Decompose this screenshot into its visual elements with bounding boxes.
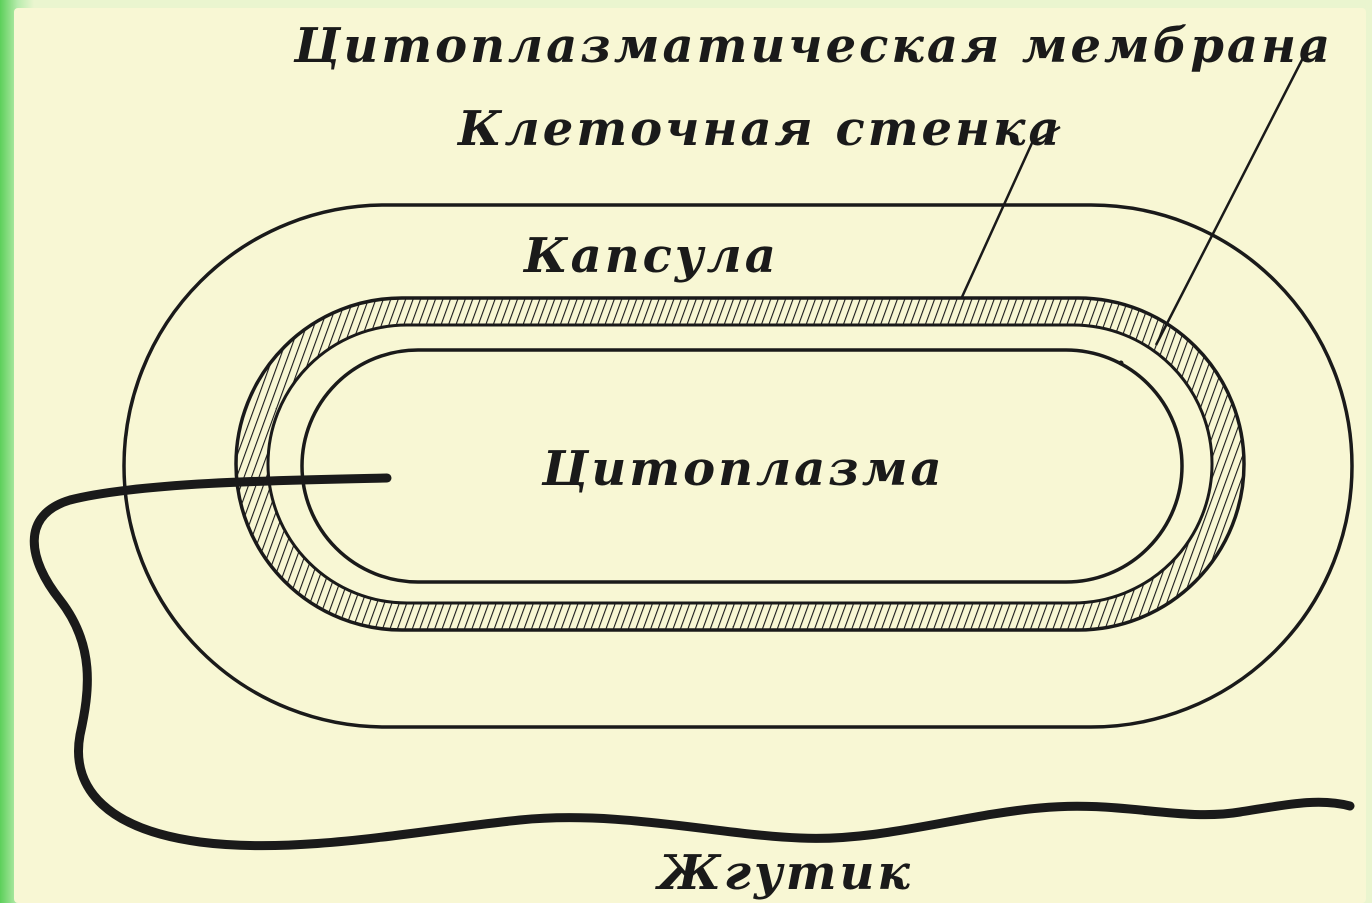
pointer-dot	[1119, 361, 1124, 366]
bacterial-cell-diagram: Цитоплазматическая мембрана Клеточная ст…	[14, 8, 1366, 903]
cell-wall-label: Клеточная стенка	[456, 101, 1063, 157]
diagram-canvas: Цитоплазматическая мембрана Клеточная ст…	[14, 8, 1366, 903]
cytoplasm-label: Цитоплазма	[541, 441, 945, 497]
capsule-label: Капсула	[522, 228, 779, 284]
cytoplasmic-membrane-label: Цитоплазматическая мембрана	[293, 18, 1333, 74]
flagellum-label: Жгутик	[655, 845, 913, 901]
membrane-pointer	[1156, 48, 1324, 345]
